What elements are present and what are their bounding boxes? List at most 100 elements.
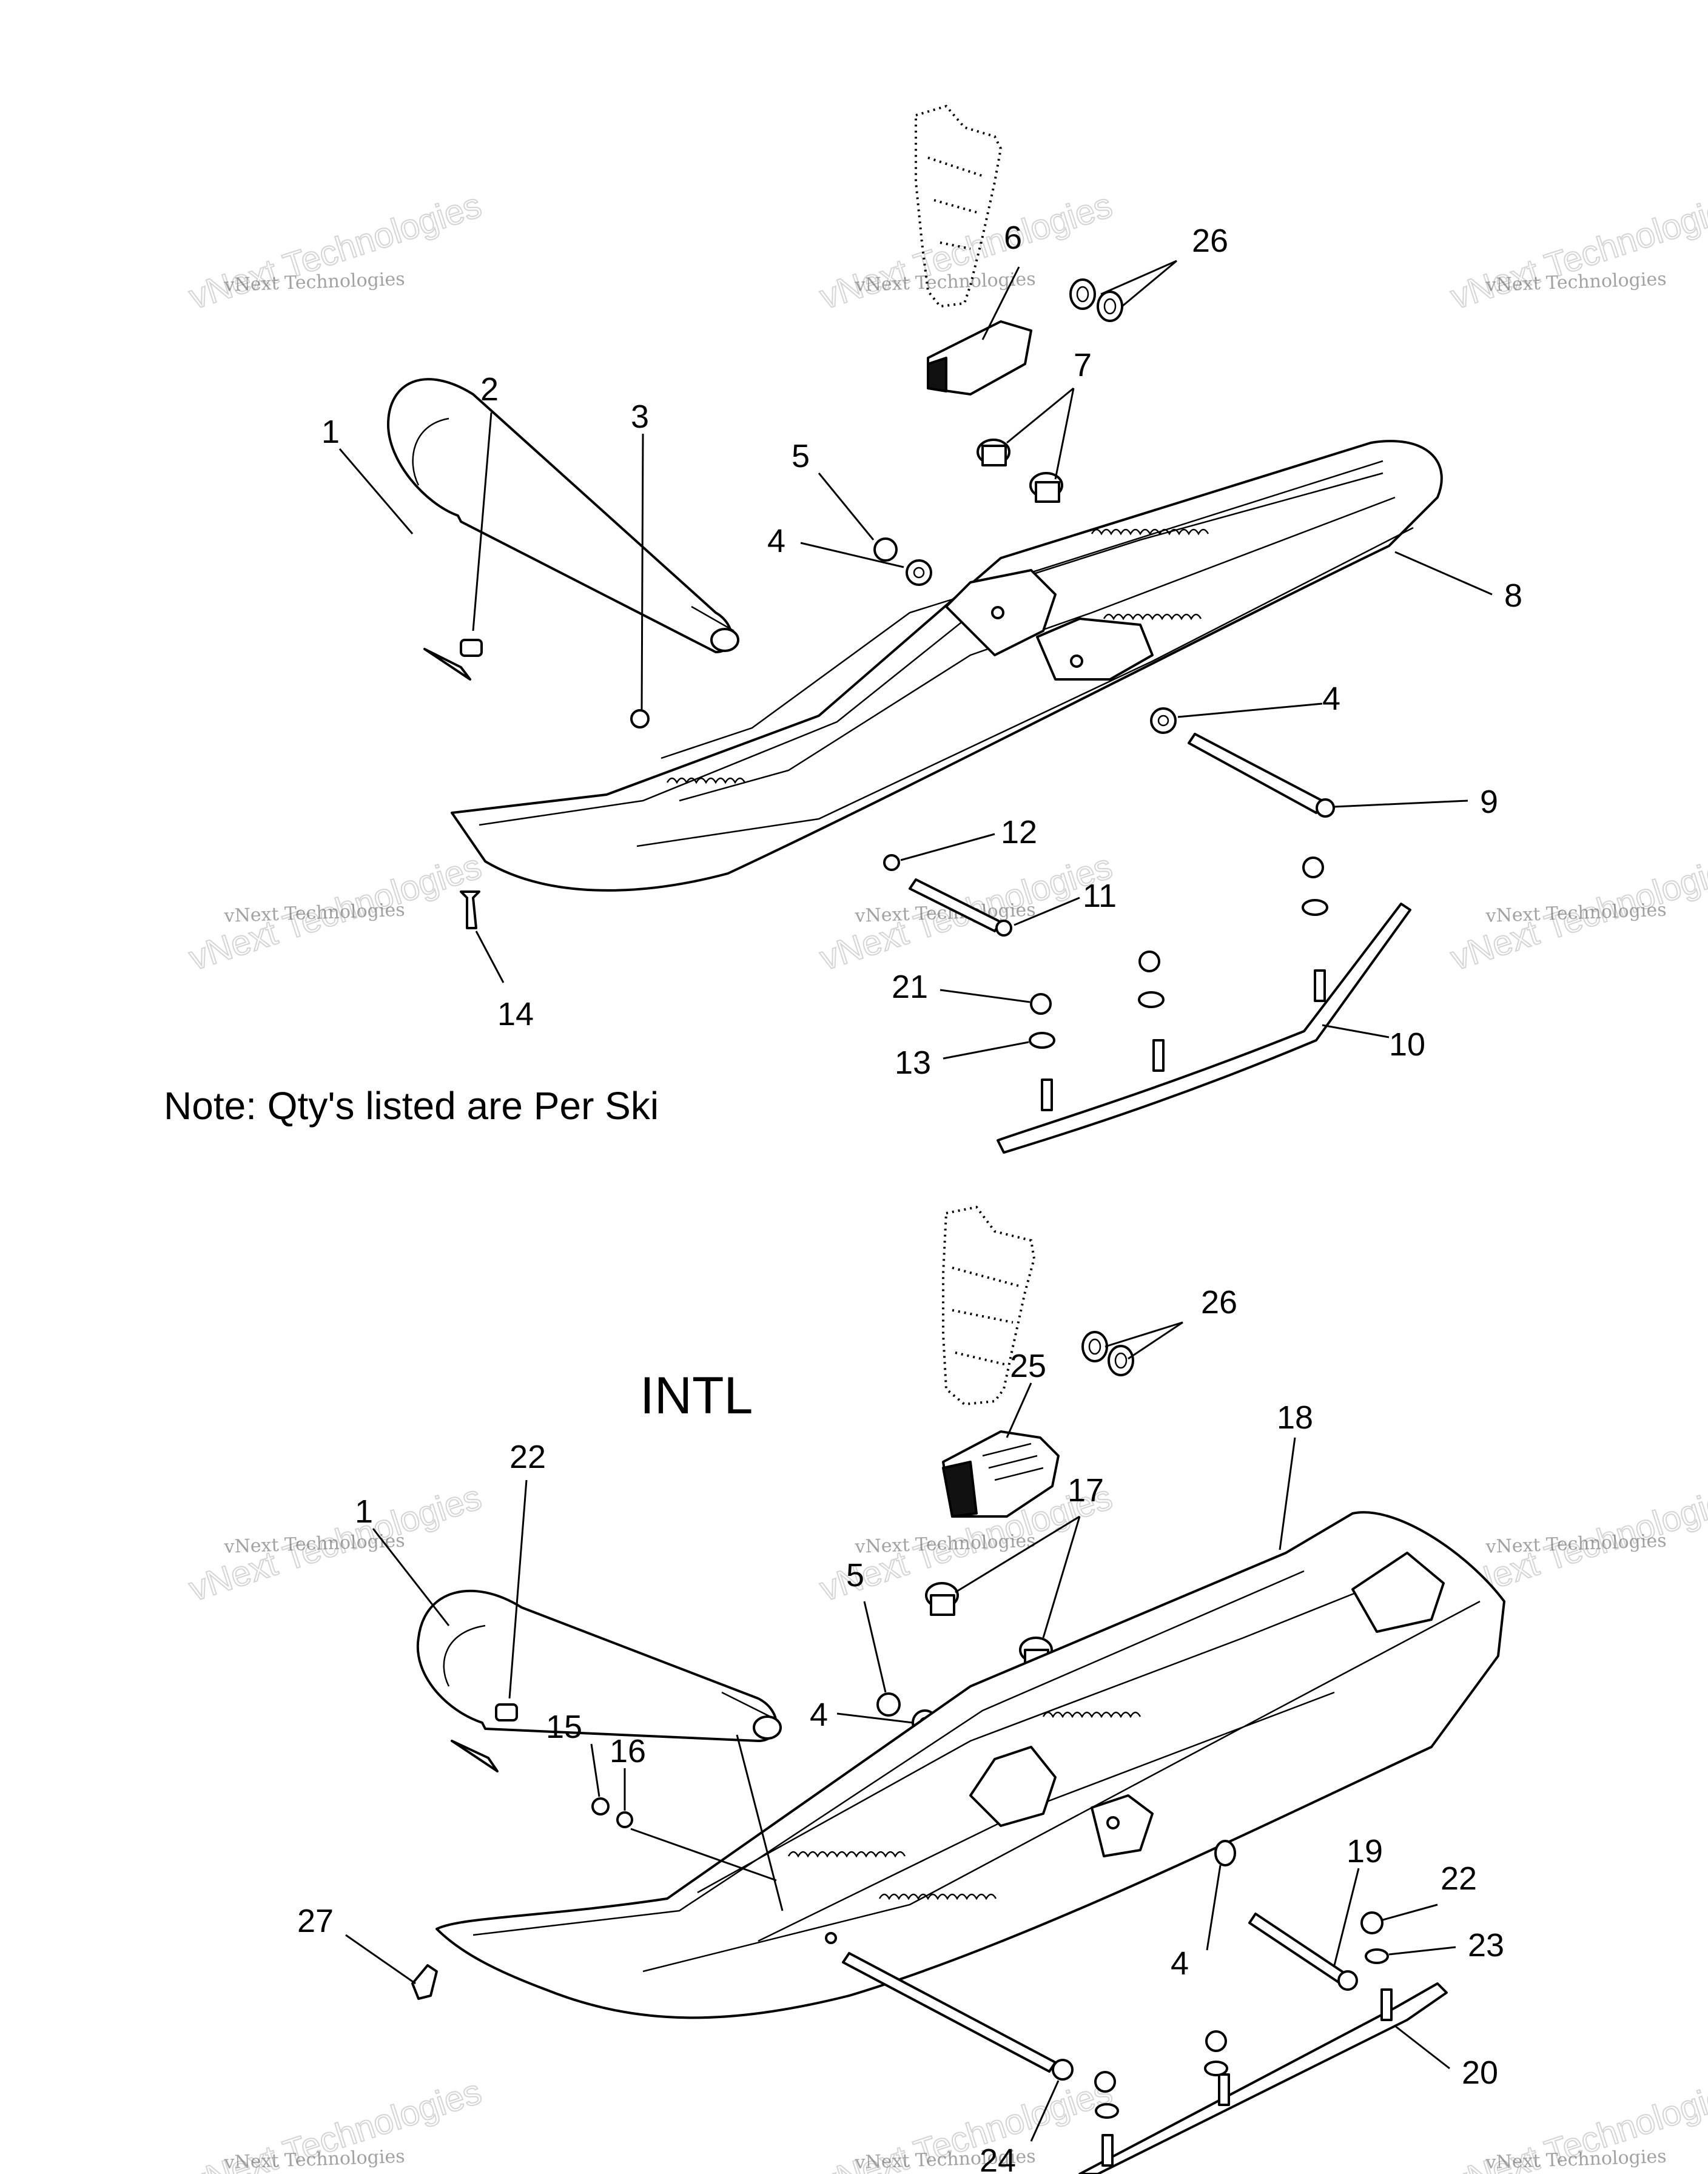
watermark: vNext Technologies vNext Technologies bbox=[815, 2071, 1117, 2174]
flanged-bushing bbox=[977, 439, 1010, 466]
svg-text:vNext Technologies: vNext Technologies bbox=[1485, 900, 1667, 927]
spindle-bumper bbox=[927, 320, 1032, 395]
handle-bolt bbox=[460, 639, 483, 657]
watermark: vNext Technologies vNext Technologies bbox=[184, 184, 486, 317]
washer bbox=[1365, 1948, 1389, 1964]
callout-4: 4 bbox=[1171, 1945, 1189, 1982]
stud bbox=[411, 1964, 438, 2000]
callout-21: 21 bbox=[892, 969, 928, 1005]
watermark: vNext Technologies vNext Technologies bbox=[1445, 846, 1708, 978]
callouts-bottom: 1 4 4 5 15 16 17 18 19 20 22 22 23 24 25… bbox=[297, 1284, 1504, 2174]
spindle-outline bbox=[942, 1205, 1036, 1406]
svg-text:vNext Technologies: vNext Technologies bbox=[184, 185, 486, 317]
callout-16: 16 bbox=[610, 1733, 646, 1769]
washer bbox=[1302, 899, 1328, 916]
bottom-assembly: INTL bbox=[297, 1205, 1505, 2174]
svg-text:vNext Technologies: vNext Technologies bbox=[1485, 1530, 1667, 1558]
leader-lines bbox=[345, 1321, 1456, 2142]
washer bbox=[1029, 1032, 1055, 1049]
callout-4: 4 bbox=[810, 1697, 828, 1733]
nut bbox=[630, 709, 650, 729]
nut bbox=[1030, 993, 1052, 1015]
callout-4: 4 bbox=[767, 523, 785, 559]
spindle-outline bbox=[915, 104, 1003, 308]
callout-17: 17 bbox=[1068, 1472, 1104, 1509]
callout-14: 14 bbox=[497, 996, 534, 1032]
watermark: vNext Technologies vNext Technologies bbox=[184, 2071, 486, 2174]
spindle-bumper bbox=[942, 1430, 1060, 1518]
washer bbox=[1138, 991, 1165, 1008]
watermark: vNext Technologies vNext Technologies bbox=[1445, 184, 1708, 317]
quantity-note: Note: Qty's listed are Per Ski bbox=[164, 1084, 659, 1128]
callout-13: 13 bbox=[895, 1045, 931, 1081]
callout-19: 19 bbox=[1347, 1833, 1383, 1869]
callout-4: 4 bbox=[1322, 681, 1340, 717]
leader-lines bbox=[338, 260, 1493, 1060]
washer bbox=[1214, 1840, 1236, 1866]
callout-20: 20 bbox=[1462, 2055, 1498, 2091]
bushing-pair bbox=[1081, 1331, 1134, 1376]
washer bbox=[883, 854, 900, 871]
nut bbox=[1302, 856, 1324, 878]
flanged-bushing bbox=[1029, 472, 1063, 503]
callout-26: 26 bbox=[1192, 223, 1228, 259]
svg-text:vNext Technologies: vNext Technologies bbox=[223, 900, 405, 927]
callout-7: 7 bbox=[1074, 347, 1092, 383]
washer bbox=[616, 1811, 633, 1828]
callout-22: 22 bbox=[509, 1439, 546, 1475]
callout-27: 27 bbox=[297, 1903, 334, 1939]
bushing-pair bbox=[1069, 278, 1123, 322]
callout-5: 5 bbox=[846, 1557, 864, 1593]
nut bbox=[1094, 2071, 1116, 2093]
nut bbox=[1205, 2030, 1227, 2052]
flanged-bushing bbox=[925, 1582, 959, 1616]
watermark: vNext Technologies vNext Technologies bbox=[184, 1476, 486, 1609]
washer bbox=[906, 559, 932, 586]
nut bbox=[591, 1797, 610, 1816]
wear-bar bbox=[1078, 1982, 1448, 2174]
callout-1: 1 bbox=[355, 1493, 373, 1530]
washer bbox=[1204, 2061, 1228, 2076]
callout-10: 10 bbox=[1389, 1026, 1425, 1063]
stud bbox=[460, 890, 480, 929]
nut bbox=[1138, 951, 1160, 972]
ski-handle bbox=[387, 378, 739, 681]
callout-3: 3 bbox=[631, 399, 649, 435]
svg-text:vNext Technologies: vNext Technologies bbox=[1446, 185, 1708, 317]
washer bbox=[1095, 2103, 1119, 2119]
nut bbox=[873, 537, 898, 562]
spindle-bolt bbox=[1248, 1913, 1358, 1991]
bolt bbox=[909, 878, 1012, 937]
intl-label: INTL bbox=[640, 1367, 753, 1425]
nut bbox=[1360, 1911, 1384, 1934]
callout-26: 26 bbox=[1201, 1284, 1237, 1321]
callout-15: 15 bbox=[546, 1709, 582, 1745]
callout-5: 5 bbox=[792, 438, 810, 474]
callouts-top: 1 2 3 4 4 5 6 7 8 9 10 11 12 13 14 21 26 bbox=[321, 220, 1522, 1081]
handle-bolt bbox=[495, 1703, 518, 1721]
callout-6: 6 bbox=[1004, 220, 1022, 256]
nut bbox=[876, 1692, 901, 1717]
callout-23: 23 bbox=[1468, 1927, 1504, 1964]
bolt bbox=[842, 1952, 1074, 2081]
callout-2: 2 bbox=[480, 371, 499, 408]
spindle-bolt bbox=[1188, 733, 1335, 818]
ski-body bbox=[435, 1511, 1505, 2019]
callout-8: 8 bbox=[1504, 577, 1522, 614]
callout-12: 12 bbox=[1001, 814, 1037, 850]
washer bbox=[1150, 707, 1177, 734]
callout-24: 24 bbox=[980, 2142, 1016, 2174]
top-assembly: 1 2 3 4 4 5 6 7 8 9 10 11 12 13 14 21 26 bbox=[321, 104, 1522, 1154]
svg-text:vNext Technologies: vNext Technologies bbox=[854, 1530, 1036, 1558]
ski-body bbox=[451, 440, 1443, 892]
callout-9: 9 bbox=[1480, 784, 1498, 820]
callout-25: 25 bbox=[1010, 1348, 1046, 1384]
callout-22: 22 bbox=[1441, 1860, 1477, 1897]
wear-bar bbox=[997, 903, 1411, 1154]
callout-11: 11 bbox=[1083, 878, 1117, 914]
ski-handle bbox=[416, 1589, 782, 1772]
watermark: vNext Technologies vNext Technologies bbox=[184, 846, 486, 978]
callout-18: 18 bbox=[1277, 1399, 1313, 1436]
